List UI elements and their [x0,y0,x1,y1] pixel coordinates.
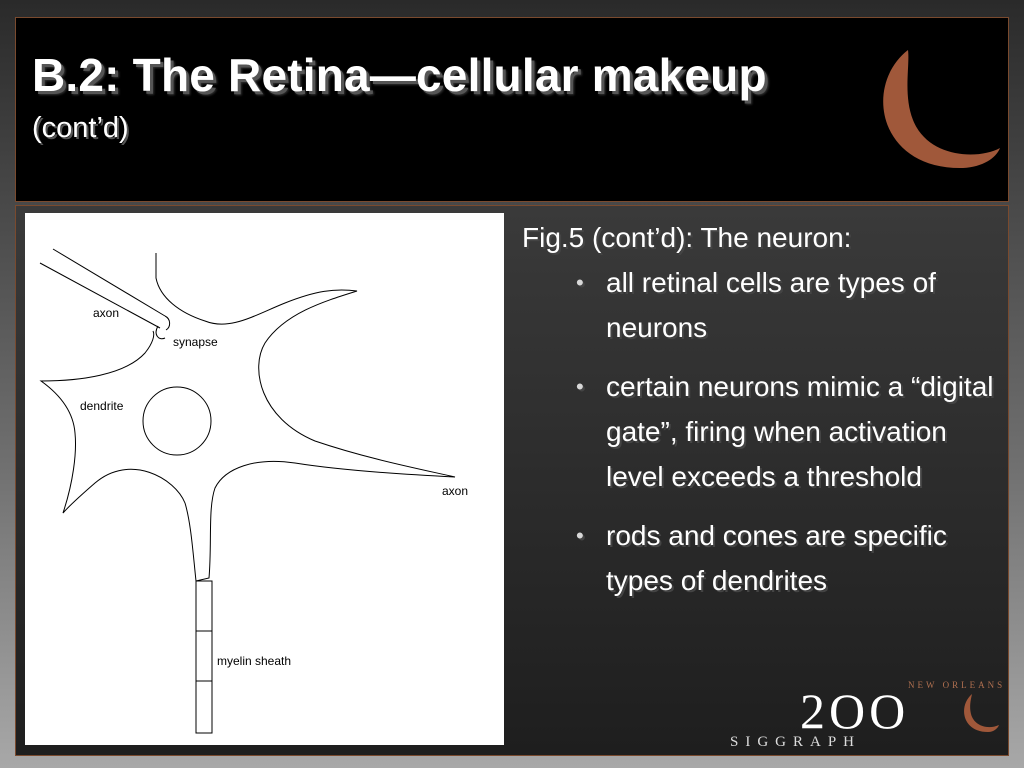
bullet-item: • rods and cones are specific types of d… [522,513,1002,603]
bullet-item: • certain neurons mimic a “digital gate”… [522,364,1002,499]
logo-city: NEW ORLEANS [908,680,1006,690]
bullet-text: certain neurons mimic a “digital gate”, … [606,371,994,492]
axon-right-label: axon [442,484,469,498]
title-bar [15,17,1009,202]
siggraph-2000-logo: NEW ORLEANS 2OO SIGGRAPH [730,680,1010,765]
neuron-figure: axon synapse dendrite axon myelin sheath [25,213,504,745]
bullet-item: • all retinal cells are types of neurons [522,260,1002,350]
slide-subtitle: (cont’d) [32,112,129,144]
logo-digits: 2OO [800,683,910,739]
text-area: Fig.5 (cont’d): The neuron: • all retina… [522,222,1002,617]
neuron-diagram [39,248,456,734]
slide-title: B.2: The Retina—cellular makeup [32,49,767,101]
bullet-dot-icon: • [576,270,584,295]
crescent-moon-icon [883,50,1000,169]
dendrite-label: dendrite [80,399,124,413]
myelin-sheath-label: myelin sheath [217,654,292,668]
bullet-list: • all retinal cells are types of neurons… [522,260,1002,603]
bullet-text: rods and cones are specific types of den… [606,520,947,596]
axon-top-label: axon [93,306,120,320]
content-heading: Fig.5 (cont’d): The neuron: [522,222,852,253]
bullet-dot-icon: • [576,374,584,399]
logo-crescent-icon [964,694,999,732]
bullet-dot-icon: • [576,523,584,548]
logo-wordmark: SIGGRAPH [730,734,862,750]
bullet-text: all retinal cells are types of neurons [606,267,936,343]
synapse-label: synapse [173,335,218,349]
